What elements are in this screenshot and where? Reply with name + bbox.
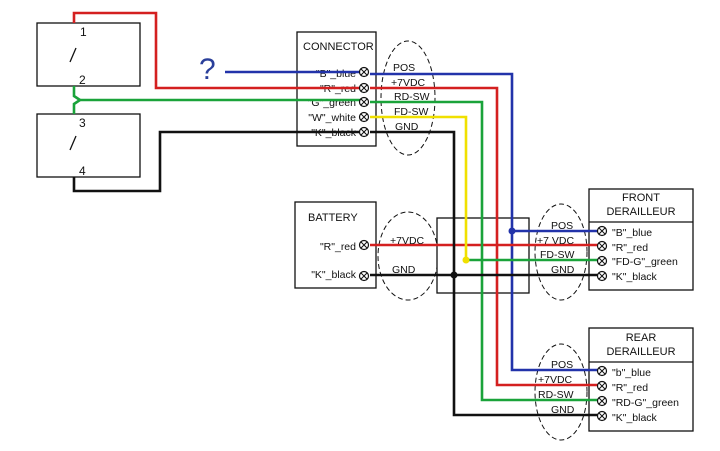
green-wire-switch-jumper xyxy=(72,86,83,114)
green-wire-to-rear-derailleur xyxy=(370,100,602,402)
battery-signal-gnd: GND xyxy=(392,264,416,276)
black-wire-to-rear-derailleur xyxy=(452,275,602,417)
front-derailleur-box xyxy=(588,188,694,291)
rear-derailleur-pin-black-label: "K"_black xyxy=(612,412,658,424)
front-derailleur-signal-ellipse xyxy=(534,203,588,301)
rear-signal-7vdc: +7VDC xyxy=(538,374,573,386)
connector-terminal-blue-icon xyxy=(358,66,370,78)
front-signal-gnd: GND xyxy=(551,264,575,276)
rear-derailleur-block: REAR DERAILLEUR "b"_blue "R"_red "RD-G"_… xyxy=(534,327,694,441)
blue-wire-to-rear-derailleur xyxy=(510,231,602,372)
battery-pin-red-label: "R"_red xyxy=(320,241,356,253)
battery-signal-7vdc: +7VDC xyxy=(390,235,425,247)
connector-terminal-red-icon xyxy=(358,82,370,94)
front-terminal-blue-icon xyxy=(596,225,608,237)
blue-junction-dot xyxy=(508,227,516,235)
signal-labels: POS +7VDC RD-SW FD-SW GND +7VDC GND POS … xyxy=(390,62,575,416)
rear-derailleur-pin-blue-label: "b"_blue xyxy=(612,367,651,379)
rear-terminal-red-icon xyxy=(596,380,608,392)
rear-terminal-black-icon xyxy=(596,410,608,422)
connector-signal-rd-sw: RD-SW xyxy=(394,91,430,103)
front-derailleur-pin-black-label: "K"_black xyxy=(612,271,658,283)
front-signal-fd-sw: FD-SW xyxy=(540,249,574,261)
unknown-connection-question-mark: ? xyxy=(199,53,216,86)
front-derailleur-title-line1: FRONT xyxy=(622,192,660,204)
rear-derailleur-signal-ellipse xyxy=(534,343,588,441)
red-wire-connector-to-rear xyxy=(370,86,602,387)
connector-terminal-green-icon xyxy=(358,96,370,108)
front-terminal-green-icon xyxy=(596,255,608,267)
wires xyxy=(72,11,602,417)
connector-signal-ellipse xyxy=(380,40,436,156)
front-derailleur-pin-green-label: "FD-G"_green xyxy=(612,256,678,268)
yellow-wire-from-connector xyxy=(370,115,468,260)
red-wire-switch-to-connector xyxy=(72,11,361,90)
connector-terminal-black-icon xyxy=(358,126,370,138)
battery-signal-ellipse xyxy=(377,211,439,301)
connector-signal-gnd: GND xyxy=(395,121,419,133)
battery-title: BATTERY xyxy=(308,212,358,224)
switch-pin-1: 1 xyxy=(80,25,87,39)
rear-derailleur-title-line1: REAR xyxy=(626,332,657,344)
connector-signal-pos: POS xyxy=(393,62,415,74)
connector-signal-fd-sw: FD-SW xyxy=(394,106,428,118)
rear-derailleur-pin-green-label: "RD-G"_green xyxy=(612,397,679,409)
front-terminal-red-icon xyxy=(596,240,608,252)
blue-wire-to-front-derailleur xyxy=(370,72,602,233)
switch-contact-lower xyxy=(69,135,77,151)
terminal-symbols xyxy=(358,66,608,422)
yellow-junction-dot xyxy=(462,256,470,264)
rear-signal-pos: POS xyxy=(551,359,573,371)
black-wire-from-connector xyxy=(370,130,456,273)
switch-pin-2: 2 xyxy=(79,73,86,87)
connector-pin-white-label: "W"_white xyxy=(308,112,356,124)
shift-switch-upper xyxy=(36,22,141,87)
black-junction-dot xyxy=(450,271,458,279)
battery-terminal-red-icon xyxy=(358,239,370,251)
rear-signal-gnd: GND xyxy=(551,404,575,416)
battery-terminal-black-icon xyxy=(358,270,370,282)
front-signal-pos: POS xyxy=(551,220,573,232)
front-derailleur-pin-red-label: "R"_red xyxy=(612,242,648,254)
switch-group: 1 2 3 4 xyxy=(36,22,141,178)
rear-derailleur-title-line2: DERAILLEUR xyxy=(606,346,675,358)
battery-block: BATTERY "R"_red "K"_black xyxy=(294,201,439,301)
rear-terminal-green-icon xyxy=(596,395,608,407)
connector-signal-7vdc: +7VDC xyxy=(391,77,426,89)
connector-pin-blue-label: "B"_blue xyxy=(316,68,356,80)
connector-terminal-white-icon xyxy=(358,111,370,123)
front-signal-7vdc: +7 VDC xyxy=(537,235,574,247)
rear-signal-rd-sw: RD-SW xyxy=(538,389,574,401)
switch-contact-upper xyxy=(69,47,77,63)
front-derailleur-pin-blue-label: "B"_blue xyxy=(612,227,652,239)
front-derailleur-title-line2: DERAILLEUR xyxy=(606,206,675,218)
switch-pin-3: 3 xyxy=(79,116,86,130)
rear-derailleur-pin-red-label: "R"_red xyxy=(612,382,648,394)
shift-switch-lower xyxy=(36,113,141,178)
black-wire-switch-to-connector xyxy=(72,130,361,193)
battery-pin-black-label: "K"_black xyxy=(311,269,357,281)
front-terminal-black-icon xyxy=(596,270,608,282)
rear-terminal-blue-icon xyxy=(596,365,608,377)
connector-title: CONNECTOR xyxy=(303,41,374,53)
front-derailleur-block: FRONT DERAILLEUR "B"_blue "R"_red "FD-G"… xyxy=(534,188,694,301)
switch-pin-4: 4 xyxy=(79,164,86,178)
